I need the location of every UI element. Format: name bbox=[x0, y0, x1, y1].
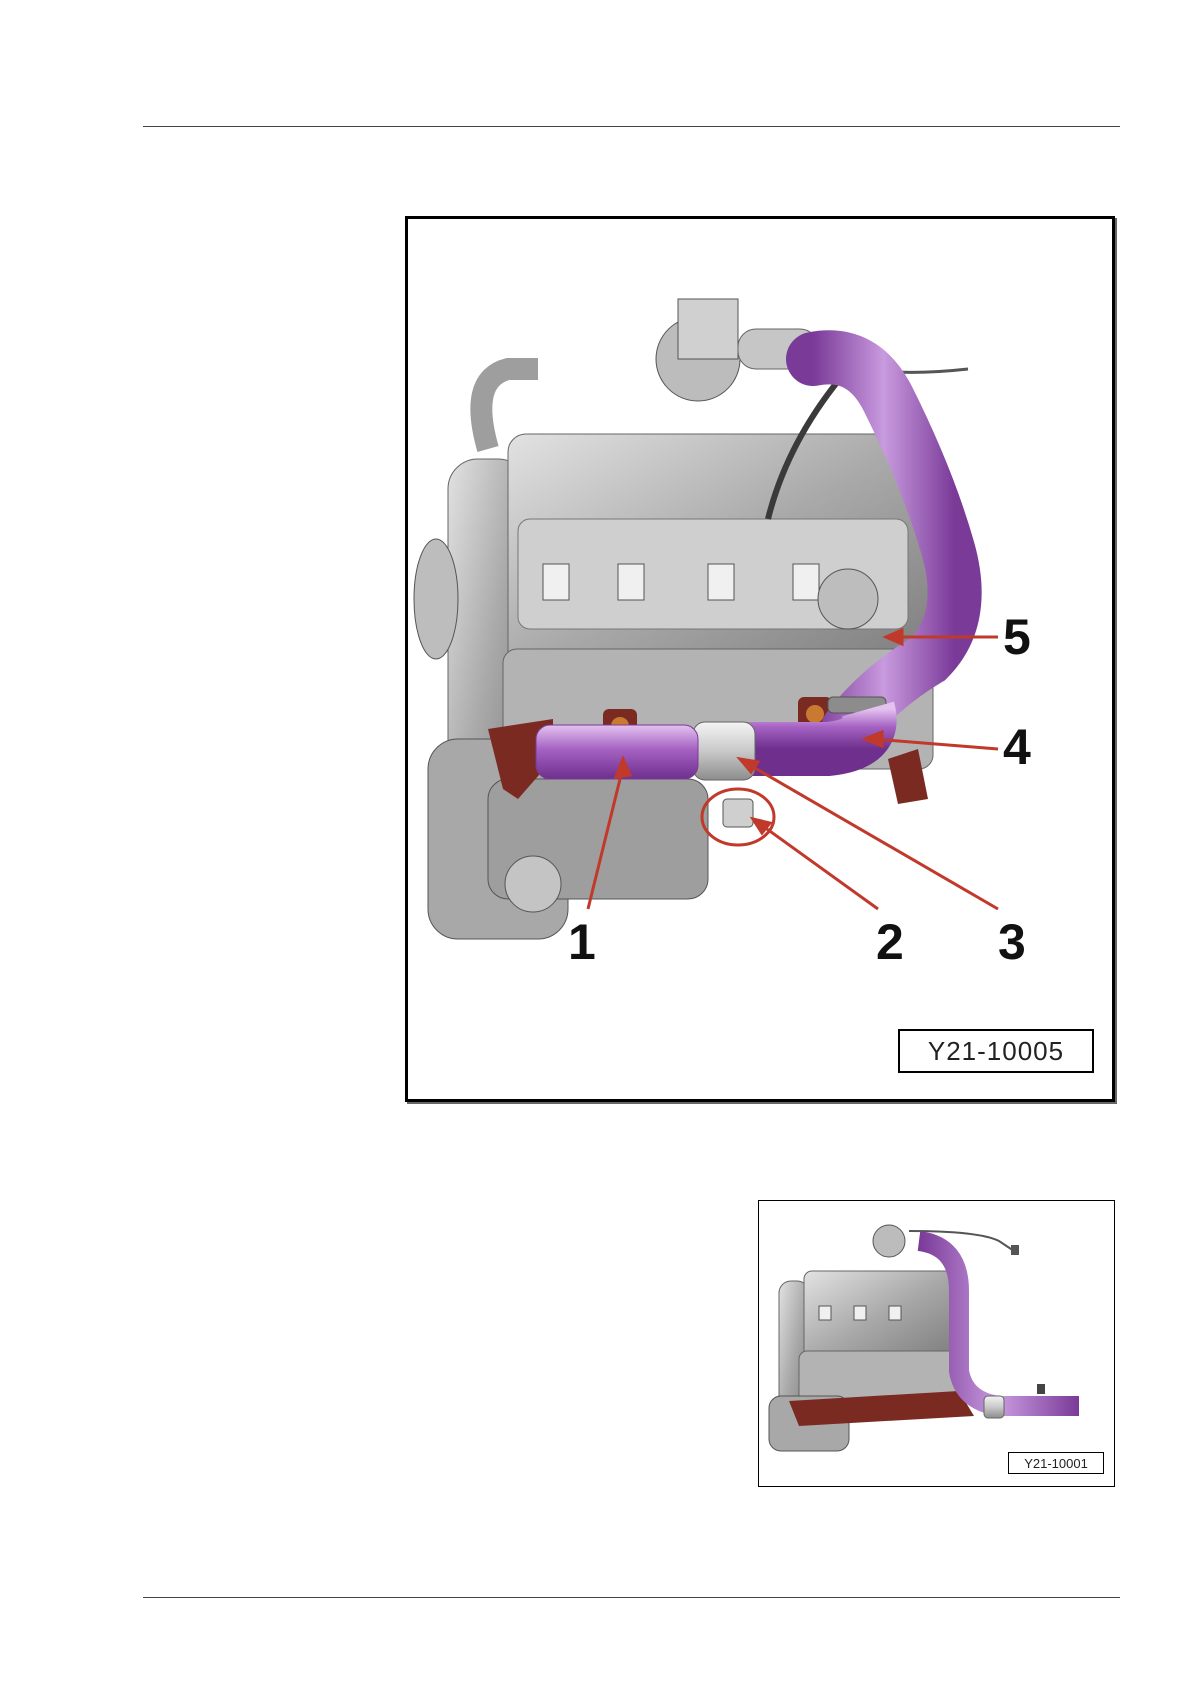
overview-figure-code-label: Y21-10001 bbox=[1008, 1452, 1104, 1474]
overview-figure: Y21-10001 bbox=[758, 1200, 1115, 1487]
callout-number-5: 5 bbox=[1003, 609, 1031, 665]
engine-illustration: 1 2 3 4 5 bbox=[408, 219, 1112, 1099]
figure-code-label: Y21-10005 bbox=[898, 1029, 1094, 1073]
sensor bbox=[723, 799, 753, 827]
callout-number-1: 1 bbox=[568, 914, 596, 970]
callout-number-3: 3 bbox=[998, 914, 1026, 970]
sensor-small bbox=[1037, 1384, 1045, 1394]
callout-number-4: 4 bbox=[1003, 719, 1031, 775]
callout-number-2: 2 bbox=[876, 914, 904, 970]
connector-sleeve-small bbox=[984, 1396, 1004, 1418]
footer-rule bbox=[143, 1597, 1120, 1598]
main-figure: 1 2 3 4 5 Y21-10005 bbox=[405, 216, 1115, 1102]
engine-overview-illustration bbox=[759, 1201, 1114, 1486]
header-rule bbox=[143, 126, 1120, 127]
connector-sleeve bbox=[693, 722, 755, 780]
